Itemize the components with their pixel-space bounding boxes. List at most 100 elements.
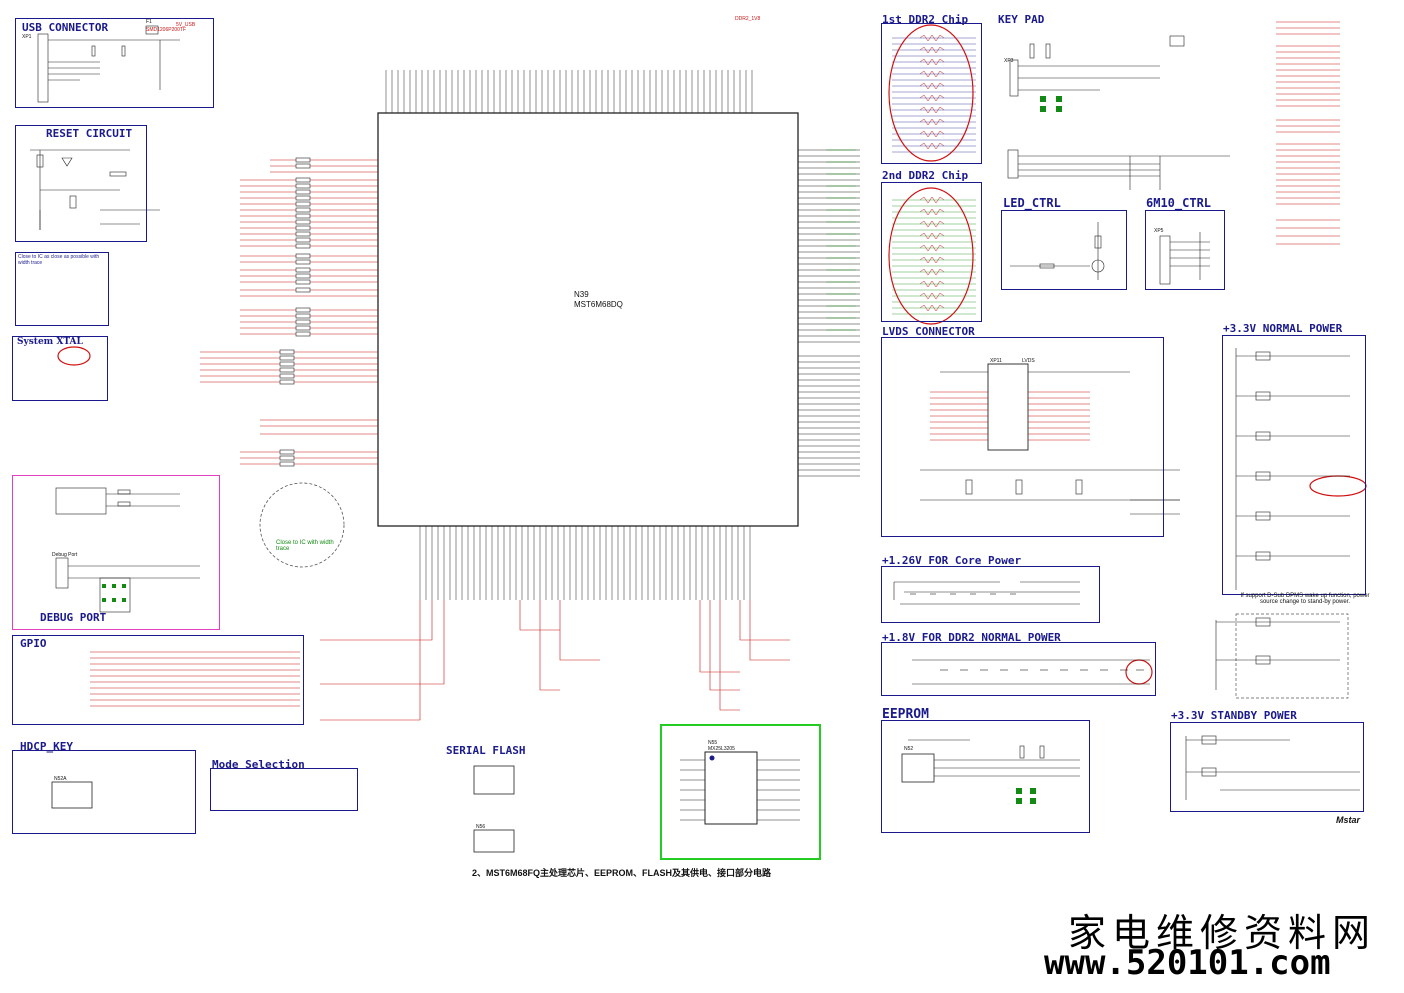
lvds-pins	[930, 391, 1090, 441]
left-resistors	[279, 157, 311, 467]
watermark-chinese: 家电维修资料网	[1068, 911, 1377, 955]
close-note-block	[15, 252, 109, 326]
debug-port-label: Debug Port	[52, 552, 78, 558]
right-column-nets	[1276, 21, 1340, 245]
gpio-lines	[90, 651, 300, 707]
ddr1-lines	[892, 37, 976, 153]
led-ctrl-title: LED_CTRL	[1003, 196, 1061, 210]
ddr2-highlight	[888, 187, 974, 325]
keypad-ref: XP3	[1004, 58, 1014, 64]
bottom-bus	[320, 600, 790, 721]
m10-circuit	[1159, 232, 1210, 285]
chip-part: MST6M68DQ	[574, 300, 623, 309]
lvds-connector-block	[881, 337, 1164, 537]
mstar-logo: Mstar	[1336, 815, 1361, 825]
usb-f1-label: F1	[146, 19, 152, 25]
flash-green-box	[660, 724, 821, 860]
hdcp-eeprom	[51, 781, 93, 809]
usb-f1-part: SMD1206P200TF	[146, 27, 187, 33]
m10-ref: XP5	[1154, 228, 1164, 234]
dpms-circuit	[1215, 617, 1340, 690]
xp4-connector	[1007, 149, 1230, 190]
ddr2-block	[881, 182, 982, 322]
flash2-ref: N56	[476, 824, 486, 830]
usb-circuit	[37, 25, 180, 103]
debug-circuit	[55, 487, 200, 613]
p126-title: +1.26V FOR Core Power	[882, 554, 1022, 567]
led-ctrl-circuit	[1010, 222, 1105, 280]
lvds-connector-title: LVDS CONNECTOR	[882, 325, 975, 338]
led-ctrl-block	[1001, 210, 1127, 290]
debug-port-block	[12, 475, 220, 630]
p33n-block	[1222, 335, 1366, 595]
hdcp-key-title: HDCP_KEY	[20, 740, 73, 753]
chip-left-pins	[200, 159, 378, 465]
reset-circuit-title: RESET CIRCUIT	[46, 127, 133, 140]
mode-selection-block	[210, 768, 358, 811]
chip-top-pins	[385, 70, 753, 113]
keypad-diodes	[1040, 96, 1062, 112]
hdcp-key-block	[12, 750, 196, 834]
ddr2-title: 2nd DDR2 Chip	[882, 169, 969, 182]
keypad-circuit	[1009, 35, 1185, 97]
schematic-caption: 2、MST6M68FQ主处理芯片、EEPROM、FLASH及其供电、接口部分电路	[472, 868, 772, 878]
ddr-bus-right	[826, 149, 856, 331]
mode-selection-title: Mode Selection	[212, 758, 305, 771]
reset-circuit-block	[15, 125, 147, 242]
m10-title: 6M10_CTRL	[1146, 196, 1212, 210]
flash-mx25l3205	[704, 751, 758, 825]
ddr1-highlight	[888, 24, 974, 162]
m10-block	[1145, 210, 1225, 290]
debug-diodes	[102, 584, 126, 602]
serial-flash-title: SERIAL FLASH	[446, 744, 526, 757]
ddr1-title: 1st DDR2 Chip	[882, 13, 969, 26]
reset-circuit	[30, 149, 160, 230]
serial-flash-chip-1	[473, 765, 515, 795]
flash-part: MX25L3205	[708, 746, 735, 752]
p33s-title: +3.3V STANDBY POWER	[1171, 709, 1297, 722]
eeprom-ref: N52	[904, 746, 914, 752]
system-xtal-title: System XTAL	[17, 337, 83, 347]
usb-ref-label: XP1	[22, 34, 32, 40]
main-chip-body	[377, 112, 799, 527]
p18-block	[881, 642, 1156, 696]
keypad-title: KEY PAD	[998, 13, 1045, 26]
p126-block	[881, 566, 1100, 623]
lvds-power	[920, 371, 1180, 515]
lvds-connector-body	[987, 363, 1029, 451]
dpms-note: If support D-Sub DPMS wake up function, …	[1240, 593, 1370, 605]
flash-pins	[680, 759, 800, 821]
eeprom-24c08	[901, 753, 935, 783]
p33n-circuit	[1235, 348, 1350, 590]
usb-connector-title: USB CONNECTOR	[22, 21, 109, 34]
usb-connector-block	[15, 18, 214, 108]
eeprom-title: EEPROM	[882, 707, 929, 722]
ddr1-block	[881, 23, 982, 164]
ddr2-1v8-label: DDR2_1V8	[735, 16, 761, 22]
lvds-ref: XP11	[990, 358, 1002, 364]
p33n-title: +3.3V NORMAL POWER	[1223, 322, 1343, 335]
serial-flash-chip-2	[473, 829, 515, 853]
ddr2-arrays	[919, 196, 945, 312]
flash-ref: N55	[708, 740, 718, 746]
close-note-text: Close to IC as close as possible with wi…	[18, 254, 100, 266]
lvds-part: LVDS	[1022, 358, 1035, 364]
p126-circuit	[893, 581, 1080, 605]
p18-circuit	[912, 659, 1150, 685]
eeprom-diodes	[1016, 788, 1036, 804]
system-xtal-block	[12, 336, 108, 401]
ddr2-lines	[892, 199, 976, 315]
debug-port-title: DEBUG PORT	[40, 611, 107, 624]
xtal-highlight	[57, 346, 91, 366]
p33s-circuit	[1185, 735, 1360, 800]
dpms-dashed-area	[1235, 613, 1349, 699]
gpio-title: GPIO	[20, 637, 47, 650]
chip-ref: N39	[574, 290, 589, 299]
close-ic-note: Close to IC with width trace	[276, 540, 334, 552]
hdcp-ref: N52A	[54, 776, 67, 782]
gpio-block	[12, 635, 304, 725]
p33s-block	[1170, 722, 1364, 812]
ddr1-arrays	[919, 34, 945, 150]
watermark-url: www.520101.com	[1044, 943, 1331, 983]
